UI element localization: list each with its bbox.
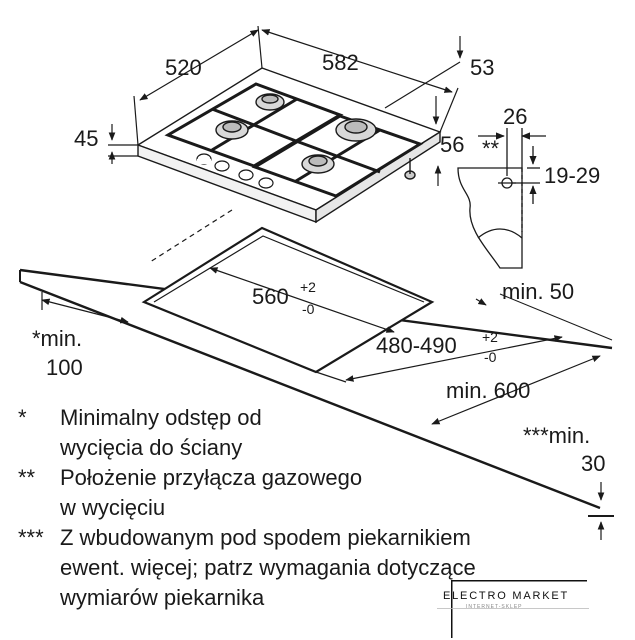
footnote-text: Położenie przyłącza gazowego w wycięciu [60,465,363,520]
control-knobs [196,153,274,189]
dim-53: 53 [470,55,494,80]
dim-560: 560 [252,284,289,309]
dim-480-490-tol-upper: +2 [482,329,498,345]
cutout-dimension-lines [41,267,614,540]
dim-480-490: 480-490 [376,333,457,358]
burner-rear-right [335,118,377,142]
footnote-2: ** Położenie przyłącza gazowego w wycięc… [18,463,618,523]
logo-tagline: INTERNET-SKLEP [466,604,523,610]
cutout-profile [457,167,523,269]
dim-min-600: min. 600 [446,378,530,403]
footnotes: * Minimalny odstęp od wycięcia do ściany… [18,403,618,613]
dim-56: 56 [440,132,464,157]
footnote-3: *** Z wbudowanym pod spodem piekarnikiem… [18,523,618,613]
connector-marker: ** [482,136,500,161]
dim-560-tol-upper: +2 [300,279,316,295]
burner-front-left [215,120,249,140]
dim-min-100-label: *min. [32,326,82,351]
dim-19-29: 19-29 [544,163,600,188]
connector-detail [457,128,546,269]
hob-dimension-lines [108,25,464,186]
logo-name: ELECTRO MARKET [443,590,570,602]
footnote-text: Z wbudowanym pod spodem piekarnikiem ewe… [60,525,476,610]
dim-min-30-value: 30 [581,451,605,476]
dim-min-50: min. 50 [502,279,574,304]
dim-45: 45 [74,126,98,151]
dim-min-30-label: ***min. [523,423,590,448]
footnote-marker: * [18,405,27,430]
footnote-1: * Minimalny odstęp od wycięcia do ściany [18,403,618,463]
burner-rear-left [255,93,285,111]
hob-drawing [136,67,442,224]
dim-582: 582 [322,50,359,75]
dim-min-100-value: 100 [46,355,83,380]
footnote-marker: ** [18,465,36,490]
dim-26: 26 [503,104,527,129]
footnote-marker: *** [18,525,44,550]
footnote-text: Minimalny odstęp od wycięcia do ściany [60,405,262,460]
dim-520: 520 [165,55,202,80]
dim-480-490-tol-lower: -0 [484,349,497,365]
store-logo [437,580,589,638]
burner-front-right [301,154,335,174]
dim-560-tol-lower: -0 [302,301,315,317]
